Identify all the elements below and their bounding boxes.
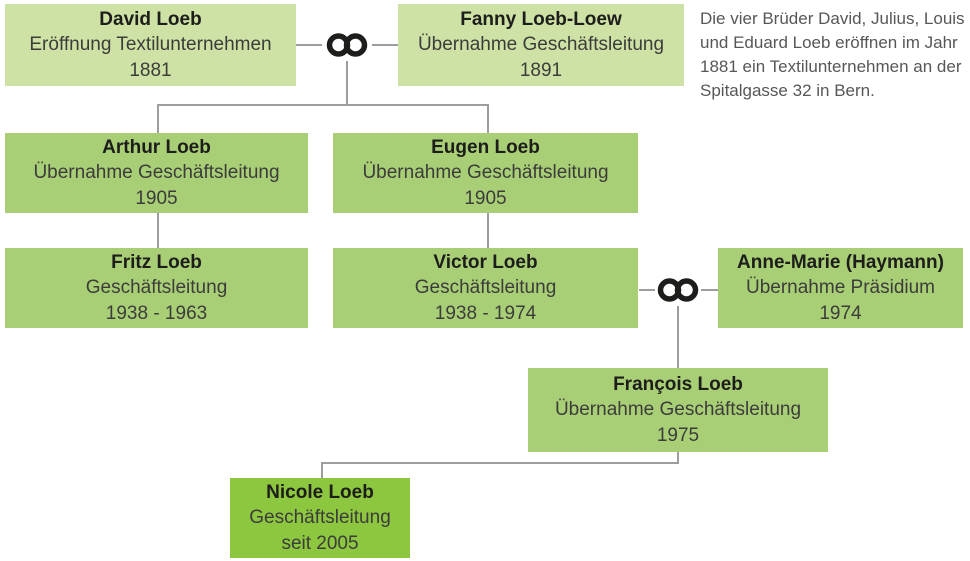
person-years: 1975: [656, 424, 700, 446]
person-role: Geschäftsleitung: [414, 277, 557, 299]
person-name: Arthur Loeb: [102, 136, 211, 158]
person-years: 1881: [129, 59, 172, 81]
person-name: Fanny Loeb-Loew: [460, 8, 622, 30]
node-victor-loeb: Victor Loeb Geschäftsleitung 1938 - 1974: [333, 248, 638, 328]
marriage-infinity-icon: [656, 276, 700, 304]
connector-line: [321, 462, 323, 478]
connector-line: [487, 104, 489, 133]
person-name: Fritz Loeb: [111, 251, 202, 273]
person-years: seit 2005: [281, 532, 359, 554]
connector-line: [296, 44, 322, 46]
person-role: Übernahme Präsidium: [745, 277, 936, 299]
person-role: Geschäftsleitung: [249, 507, 391, 529]
connector-line: [701, 289, 718, 291]
person-years: 1938 - 1963: [105, 302, 208, 324]
person-role: Geschäftsleitung: [85, 277, 228, 299]
connector-line: [372, 44, 398, 46]
person-name: François Loeb: [613, 373, 743, 395]
person-role: Übernahme Geschäftsleitung: [554, 399, 802, 421]
node-eugen-loeb: Eugen Loeb Übernahme Geschäftsleitung 19…: [333, 133, 638, 213]
node-fanny-loeb-loew: Fanny Loeb-Loew Übernahme Geschäftsleitu…: [398, 4, 684, 86]
connector-line: [157, 104, 159, 133]
node-david-loeb: David Loeb Eröffnung Textilunternehmen 1…: [5, 4, 296, 86]
connector-line: [321, 462, 679, 464]
person-name: Eugen Loeb: [431, 136, 540, 158]
connector-line: [639, 289, 655, 291]
history-note: Die vier Brüder David, Julius, Louis und…: [700, 9, 965, 101]
connector-line: [157, 104, 489, 106]
node-arthur-loeb: Arthur Loeb Übernahme Geschäftsleitung 1…: [5, 133, 308, 213]
person-role: Übernahme Geschäftsleitung: [417, 34, 665, 56]
person-role: Übernahme Geschäftsleitung: [362, 162, 609, 184]
connector-line: [677, 306, 679, 368]
connector-line: [346, 61, 348, 105]
person-years: 1974: [819, 302, 862, 324]
connector-line: [157, 213, 159, 248]
node-francois-loeb: François Loeb Übernahme Geschäftsleitung…: [528, 368, 828, 452]
node-anne-marie-haymann: Anne-Marie (Haymann) Übernahme Präsidium…: [718, 248, 963, 328]
person-years: 1905: [464, 187, 507, 209]
person-years: 1938 - 1974: [434, 302, 537, 324]
person-name: Nicole Loeb: [266, 481, 374, 503]
person-role: Eröffnung Textilunternehmen: [29, 34, 272, 56]
node-fritz-loeb: Fritz Loeb Geschäftsleitung 1938 - 1963: [5, 248, 308, 328]
connector-line: [487, 213, 489, 248]
connector-line: [677, 452, 679, 464]
person-name: David Loeb: [99, 8, 202, 30]
person-name: Anne-Marie (Haymann): [737, 251, 944, 273]
person-years: 1891: [519, 59, 563, 81]
marriage-infinity-icon: [325, 31, 369, 59]
person-years: 1905: [135, 187, 178, 209]
person-name: Victor Loeb: [433, 251, 538, 273]
node-nicole-loeb: Nicole Loeb Geschäftsleitung seit 2005: [230, 478, 410, 558]
person-role: Übernahme Geschäftsleitung: [33, 162, 280, 184]
